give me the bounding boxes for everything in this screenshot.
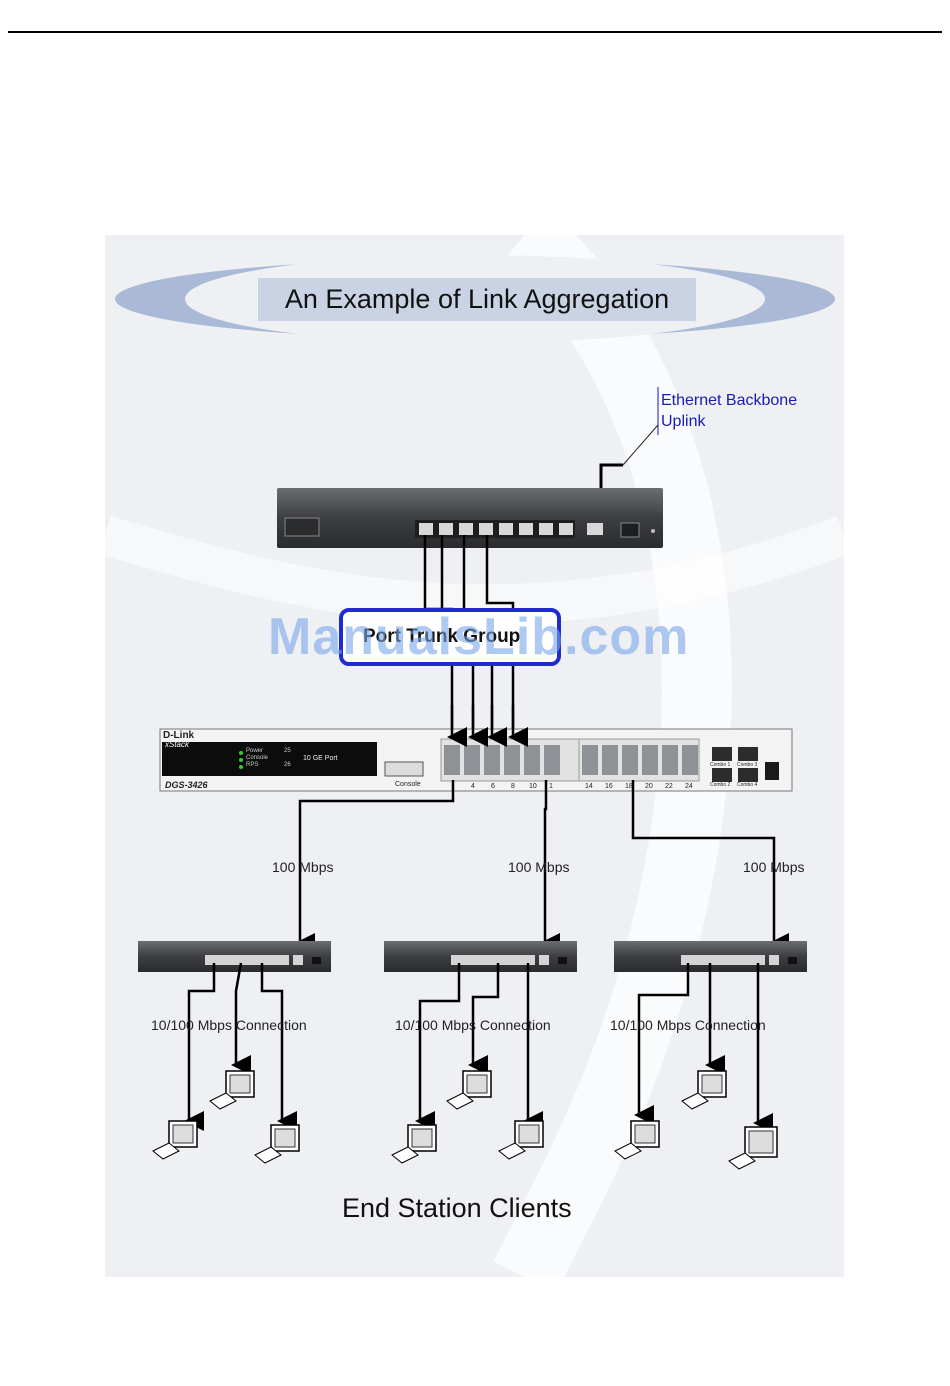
combo-label: Combo 2 <box>710 782 731 788</box>
client-computer <box>446 1070 492 1110</box>
downlinks <box>295 780 789 953</box>
combo-label: Combo 1 <box>710 762 731 768</box>
port-25-label: 25 <box>284 748 291 754</box>
connection-label: 10/100 Mbps Connection <box>151 1017 307 1033</box>
combo-label: Combo 4 <box>737 782 758 788</box>
port-number: 24 <box>685 783 693 790</box>
uplink-label-line2: Uplink <box>661 413 706 430</box>
led-console-label: Console <box>246 755 269 761</box>
ge-port-label: 10 GE Port <box>303 755 338 762</box>
connection-label: 10/100 Mbps Connection <box>610 1017 766 1033</box>
end-station-caption: End Station Clients <box>342 1193 572 1223</box>
client-computer <box>681 1070 727 1110</box>
client-computer <box>209 1070 255 1110</box>
link-aggregation-figure: An Example of Link Aggregation Ethernet … <box>105 235 844 1277</box>
client-computer <box>152 1120 198 1160</box>
trunk-group-box: Port Trunk Group <box>339 608 561 666</box>
diagram-title: An Example of Link Aggregation <box>258 278 696 321</box>
trunk-group-label: Port Trunk Group <box>363 626 521 647</box>
core-switch <box>277 488 663 548</box>
switch-brand: D-Link <box>163 730 195 741</box>
port-number: 4 <box>471 783 475 790</box>
client-computer <box>728 1126 778 1170</box>
bg-swoosh <box>493 235 732 1277</box>
port-number: 1 <box>549 783 553 790</box>
watermark: ManualsLib.com <box>268 608 690 666</box>
uplink-pointer <box>622 424 659 466</box>
switch-model: DGS-3426 <box>165 780 208 790</box>
port-number: 20 <box>645 783 653 790</box>
port-number: 8 <box>511 783 515 790</box>
console-label: Console <box>395 781 421 788</box>
combo-label: Combo 3 <box>737 762 758 768</box>
client-computer <box>614 1120 660 1160</box>
port-number: 16 <box>605 783 613 790</box>
port-number: 6 <box>491 783 495 790</box>
top-rule <box>8 31 942 33</box>
led-rps-label: RPS <box>246 762 259 768</box>
trunk-arrows <box>447 705 528 747</box>
link-speed-label: 100 Mbps <box>272 859 334 875</box>
switch-series: xStack <box>165 740 190 749</box>
link-speed-label: 100 Mbps <box>508 859 570 875</box>
edge-switch-2 <box>384 941 577 972</box>
connection-label: 10/100 Mbps Connection <box>395 1017 551 1033</box>
client-links <box>184 962 773 1133</box>
port-number: 14 <box>585 783 593 790</box>
uplink-label-line1: Ethernet Backbone <box>661 392 798 409</box>
edge-switch-1 <box>138 941 331 972</box>
client-computer <box>391 1124 437 1164</box>
link-speed-label: 100 Mbps <box>743 859 805 875</box>
client-computer <box>498 1120 544 1160</box>
led-power-label: Power <box>246 748 264 754</box>
client-computer <box>254 1124 300 1164</box>
bg-swoosh <box>105 515 844 625</box>
port-number: 10 <box>529 783 537 790</box>
port-number: 22 <box>665 783 673 790</box>
port-26-label: 26 <box>284 762 291 768</box>
port-number: 18 <box>625 783 633 790</box>
